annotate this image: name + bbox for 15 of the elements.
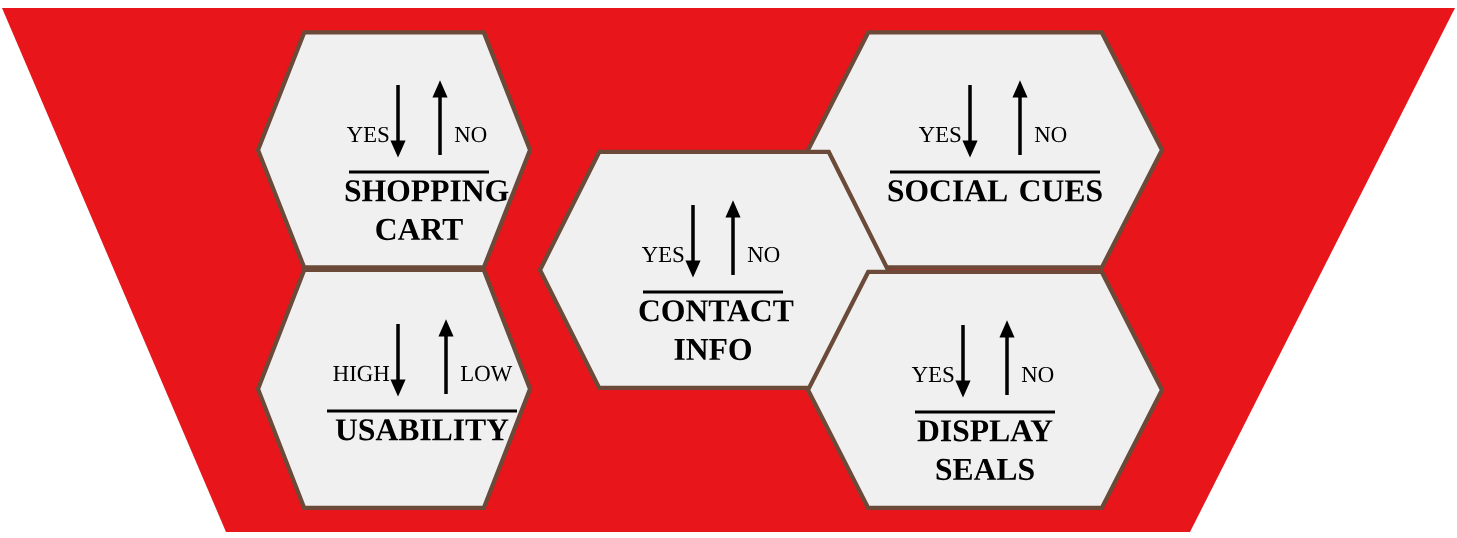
axis-label: NO: [747, 246, 780, 263]
axis-label: YES: [641, 246, 684, 263]
axis-label: LOW: [460, 365, 513, 382]
axis-label: YES: [918, 126, 961, 143]
hexagon-title: SHOPPING CART: [345, 180, 509, 241]
axis-label: NO: [1021, 366, 1054, 383]
axis-label: HIGH: [333, 365, 390, 382]
hexagon-title: SOCIAL CUES: [888, 180, 1102, 202]
hexagon-title: CONTACT INFO: [639, 300, 794, 361]
axis-label: NO: [454, 126, 487, 143]
hexagon-title: DISPLAY SEALS: [917, 420, 1053, 481]
hexagon-title: USABILITY: [335, 419, 509, 441]
axis-label: YES: [911, 366, 954, 383]
axis-label: YES: [346, 126, 389, 143]
axis-label: NO: [1034, 126, 1067, 143]
